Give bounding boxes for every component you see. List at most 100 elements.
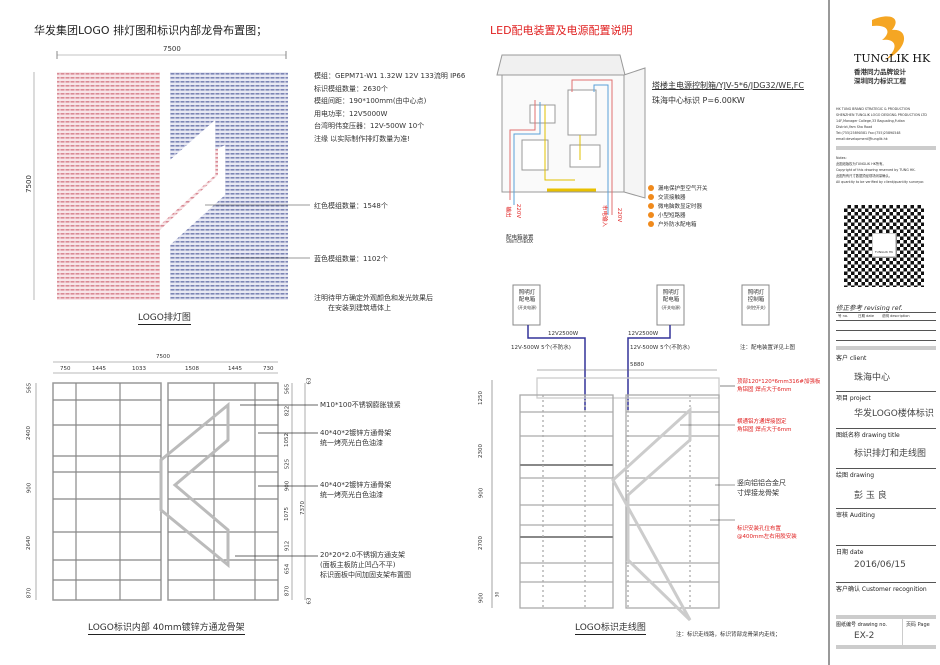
frame-dim: 2400 bbox=[26, 426, 32, 440]
brand-cn-1: 香港同力品牌设计 bbox=[854, 68, 906, 76]
title-block-sidebar: TUNGLIK HK 香港同力品牌设计 深圳同力标识工程 HK TUNG BRA… bbox=[828, 0, 940, 665]
company-line: HK TUNG BRAND STRATEGIC & PRODUCTION bbox=[836, 107, 910, 111]
frame-dim: 1033 bbox=[132, 366, 146, 372]
legend-markers bbox=[648, 185, 654, 227]
wire-label: 市电输入 bbox=[601, 204, 608, 228]
box-line: (开关电源) bbox=[661, 305, 681, 310]
grid-label-line: @400mm左右用胶安装 bbox=[737, 534, 797, 540]
note-line: Notes: bbox=[836, 156, 847, 160]
frame-dim: 870 bbox=[284, 585, 291, 597]
box-line: (开关电源) bbox=[517, 305, 537, 310]
frame-dim: 565 bbox=[284, 383, 291, 395]
frame-label-line: 统一烤亮光白色油漆 bbox=[320, 439, 383, 447]
grid-label: 标识安装孔位布置 @400mm左右用胶安装 bbox=[737, 525, 797, 541]
spec-line: 台湾明伟变压器：12V-500W 10个 bbox=[314, 122, 425, 130]
note-line: All quantity to be verified by client/qu… bbox=[836, 180, 925, 184]
wiring-caption: LOGO标识走线图 bbox=[575, 620, 646, 635]
company-line: SHENZHEN TUNGLIK LOGO DESIGN& PRODUCTION… bbox=[836, 113, 927, 117]
drawing-no-label: 图纸编号 drawing no. bbox=[836, 622, 888, 628]
legend-item: 微电脑数显定时器 bbox=[658, 204, 703, 210]
qr-code: TUNGLIK HK bbox=[844, 205, 924, 287]
company-line: email:development@tunglik.hk bbox=[836, 137, 888, 141]
page-label: 页码 Page bbox=[906, 622, 930, 628]
grid-label-line: 竖向铝铝合金尺 bbox=[737, 479, 786, 487]
customer-recognition-label: 客户确认 Customer recognition bbox=[836, 586, 927, 593]
grid-dim: 900 bbox=[478, 592, 485, 604]
distribution-boxes bbox=[512, 284, 770, 326]
frame-dim: 912 bbox=[284, 540, 291, 552]
drawing-no-value: EX-2 bbox=[854, 631, 875, 641]
grid-label: 顶部120*120*6mm316#加强板角铝固 焊点大于6mm bbox=[737, 378, 820, 394]
box-line: (时控开关) bbox=[746, 305, 766, 310]
red-count: 红色模组数量：1548个 bbox=[314, 202, 388, 210]
power-cables bbox=[527, 325, 671, 410]
company-line: District,Yam Sha Road bbox=[836, 125, 873, 129]
frame-dim: 1445 bbox=[92, 366, 106, 372]
grid-label-line: 标识安装孔位布置 bbox=[737, 526, 782, 532]
frame-dim: 1445 bbox=[228, 366, 242, 372]
wiring-note: 注：标识走线路，标识背部龙骨架内走线； bbox=[676, 632, 781, 638]
frame-dim: 900 bbox=[26, 482, 33, 494]
spec-line: 模组间距：190*100mm(由中心点) bbox=[314, 97, 427, 105]
note-line: 此图所有尺寸数据须经现场测量确认。 bbox=[836, 174, 893, 178]
client-value: 珠海中心 bbox=[854, 373, 891, 383]
grid-dim-width: 5880 bbox=[630, 362, 644, 368]
frame-dim: 1052 bbox=[284, 433, 290, 447]
rev-col: 日期 date bbox=[858, 314, 875, 318]
project-label: 项目 project bbox=[836, 395, 871, 402]
frame-dim: 900 bbox=[284, 480, 291, 492]
company-line: Tel:(755)25890581 Fax:(755)25890548 bbox=[836, 131, 901, 135]
divider bbox=[902, 619, 903, 645]
frame-dim: 870 bbox=[26, 587, 33, 599]
drawing-title-value: 标识排灯和走线图 bbox=[854, 449, 927, 459]
divider-bar bbox=[836, 615, 936, 619]
box-line: 照明灯 bbox=[518, 290, 536, 296]
install-note-1: 注明待甲方确定外观颜色和发光效果后 bbox=[314, 294, 433, 302]
led-dim-height: 7500 bbox=[24, 175, 33, 193]
led-red-area bbox=[57, 72, 218, 300]
frame-dim: 1075 bbox=[284, 507, 290, 521]
client-label: 客户 client bbox=[836, 355, 867, 362]
distribution-box-label: 照明灯配电箱(开关电源) bbox=[515, 290, 539, 311]
skeleton-frame bbox=[35, 361, 318, 601]
box-note: 注：配电装置详见上图 bbox=[740, 345, 796, 351]
frame-label: 20*20*2.0不锈钢方通支架 (面板主板防止凹凸不平) 标识面板中间加固支架布置… bbox=[320, 550, 411, 580]
brand-cn-2: 深圳同力标识工程 bbox=[854, 77, 906, 85]
frame-dim-total-height: 7370 bbox=[300, 501, 306, 515]
legend-item: 户外防水配电箱 bbox=[658, 222, 697, 228]
frame-dim: 565 bbox=[26, 382, 33, 394]
psu-label: 12V-500W 5个(不防水) bbox=[511, 345, 571, 351]
brand-name: TUNGLIK HK bbox=[854, 52, 931, 65]
frame-label-line: 标识面板中间加固支架布置图 bbox=[320, 571, 411, 579]
note-line: Copyright of this drawing reserved by TU… bbox=[836, 168, 916, 172]
led-caption: LOGO排灯图 bbox=[138, 310, 191, 325]
page-title: 华发集团LOGO 排灯图和标识内部龙骨布置图； bbox=[34, 24, 268, 37]
note-line: 此图纸版权为TUNGLIK HK所有。 bbox=[836, 162, 886, 166]
frame-label-line: 统一烤亮光白色油漆 bbox=[320, 491, 383, 499]
grid-dim: 1250 bbox=[478, 391, 484, 405]
cabinet-legend: 漏电保护型空气开关 交流接触器 微电脑数显定时器 小型短路器 户外防水配电箱 bbox=[658, 185, 708, 230]
grid-label-line: 角铝固 焊点大于6mm bbox=[737, 427, 792, 433]
auditing-label: 审核 Auditing bbox=[836, 512, 875, 519]
box-line: 照明灯 bbox=[747, 290, 765, 296]
switchbox-caption: 配电箱装置 bbox=[506, 235, 534, 241]
frame-label-line: (面板主板防止凹凸不平) bbox=[320, 561, 396, 569]
frame-caption: LOGO标识内部 40mm镀锌方通龙骨架 bbox=[88, 620, 245, 635]
frame-label-line: 40*40*2镀锌方通骨架 bbox=[320, 481, 392, 489]
cabinet-spec: 塔楼主电源控制箱/YJV-5*6/JDG32/WE,FC bbox=[652, 81, 804, 90]
rev-col: 说明 description bbox=[882, 314, 910, 318]
frame-dim: 730 bbox=[263, 366, 274, 372]
frame-label: 40*40*2镀锌方通骨架统一烤亮光白色油漆 bbox=[320, 428, 391, 448]
box-line: 配电箱 bbox=[662, 297, 680, 303]
frame-label-line: 20*20*2.0不锈钢方通支架 bbox=[320, 551, 405, 559]
frame-label: 40*40*2镀锌方通骨架统一烤亮光白色油漆 bbox=[320, 480, 391, 500]
frame-dim: 750 bbox=[60, 366, 71, 372]
wire-label: 输出 bbox=[504, 206, 511, 218]
grid-dim: 2700 bbox=[478, 536, 484, 550]
frame-dim: 525 bbox=[284, 458, 291, 470]
led-note: 注缘 以实际制作排灯数量为准! bbox=[314, 135, 411, 143]
wire-label: 220V bbox=[515, 203, 522, 219]
wire-label: 220V bbox=[616, 207, 623, 223]
drawing-label: 绘图 drawing bbox=[836, 472, 875, 479]
